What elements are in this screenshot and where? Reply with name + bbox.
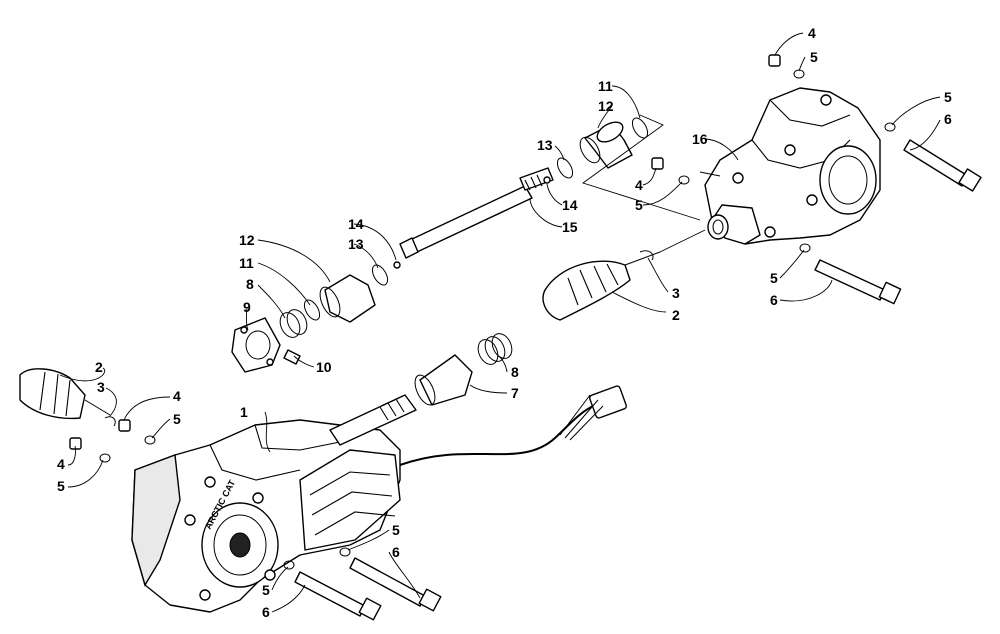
bearing-cap bbox=[231, 317, 281, 373]
front-gearcase-assembly: ARCTIC CAT bbox=[131, 385, 627, 613]
callout-14-lower: 14 bbox=[562, 197, 578, 213]
callout-13-upper: 13 bbox=[537, 137, 553, 153]
callout-5-h: 5 bbox=[262, 582, 270, 598]
callout-11-right: 11 bbox=[598, 78, 613, 94]
callout-5-c: 5 bbox=[944, 89, 952, 105]
callout-7: 7 bbox=[511, 385, 519, 401]
callout-8-left: 8 bbox=[246, 276, 254, 292]
callout-16: 16 bbox=[692, 131, 708, 147]
bolt-right bbox=[814, 259, 902, 305]
callout-10: 10 bbox=[316, 359, 332, 375]
callout-8-right: 8 bbox=[511, 364, 519, 380]
leader-lines bbox=[59, 32, 941, 613]
callout-15: 15 bbox=[562, 219, 578, 235]
callout-6-b: 6 bbox=[770, 292, 778, 308]
drive-shaft bbox=[399, 167, 554, 259]
callout-6-d: 6 bbox=[262, 604, 270, 620]
callout-6-a: 6 bbox=[944, 111, 952, 127]
callout-1: 1 bbox=[240, 404, 248, 420]
springs-right bbox=[477, 333, 513, 365]
callouts: 1 2 2 3 3 4 4 4 4 5 5 5 5 5 5 5 5 6 6 6 … bbox=[57, 25, 952, 620]
callout-12-left: 12 bbox=[239, 232, 255, 248]
callout-11-left: 11 bbox=[239, 255, 254, 271]
callout-5-e: 5 bbox=[770, 270, 778, 286]
cv-boot-middle bbox=[319, 274, 376, 323]
bolt-small bbox=[283, 349, 301, 365]
bolt-lower-1 bbox=[349, 557, 442, 612]
alignment-lines bbox=[582, 114, 721, 253]
cv-boot-upper bbox=[579, 121, 633, 169]
callout-14-upper: 14 bbox=[348, 216, 364, 232]
callout-5-d: 5 bbox=[635, 197, 643, 213]
callout-4-b: 4 bbox=[808, 25, 816, 41]
nuts-and-washers bbox=[69, 54, 896, 570]
callout-4-d: 4 bbox=[57, 456, 65, 472]
callout-13-lower: 13 bbox=[348, 236, 364, 252]
callout-5-b: 5 bbox=[810, 49, 818, 65]
cv-boot-lower bbox=[414, 354, 473, 406]
callout-6-c: 6 bbox=[392, 544, 400, 560]
snap-rings bbox=[104, 117, 654, 427]
callout-4-a: 4 bbox=[173, 388, 181, 404]
axle-boot-right bbox=[542, 251, 661, 321]
rear-differential-housing bbox=[704, 87, 881, 245]
callout-4-c: 4 bbox=[635, 177, 643, 193]
callout-5-g: 5 bbox=[392, 522, 400, 538]
bolt-upper-right bbox=[903, 139, 982, 192]
callout-5-a: 5 bbox=[173, 411, 181, 427]
axle-boot-left bbox=[19, 368, 111, 420]
callout-3-left: 3 bbox=[97, 379, 105, 395]
callout-9: 9 bbox=[243, 299, 251, 315]
callout-12-right: 12 bbox=[598, 98, 614, 114]
callout-2-left: 2 bbox=[95, 359, 103, 375]
springs-left bbox=[279, 309, 308, 338]
bolt-lower-2 bbox=[294, 571, 382, 621]
callout-3-right: 3 bbox=[672, 285, 680, 301]
callout-5-f: 5 bbox=[57, 478, 65, 494]
callout-2-right: 2 bbox=[672, 307, 680, 323]
